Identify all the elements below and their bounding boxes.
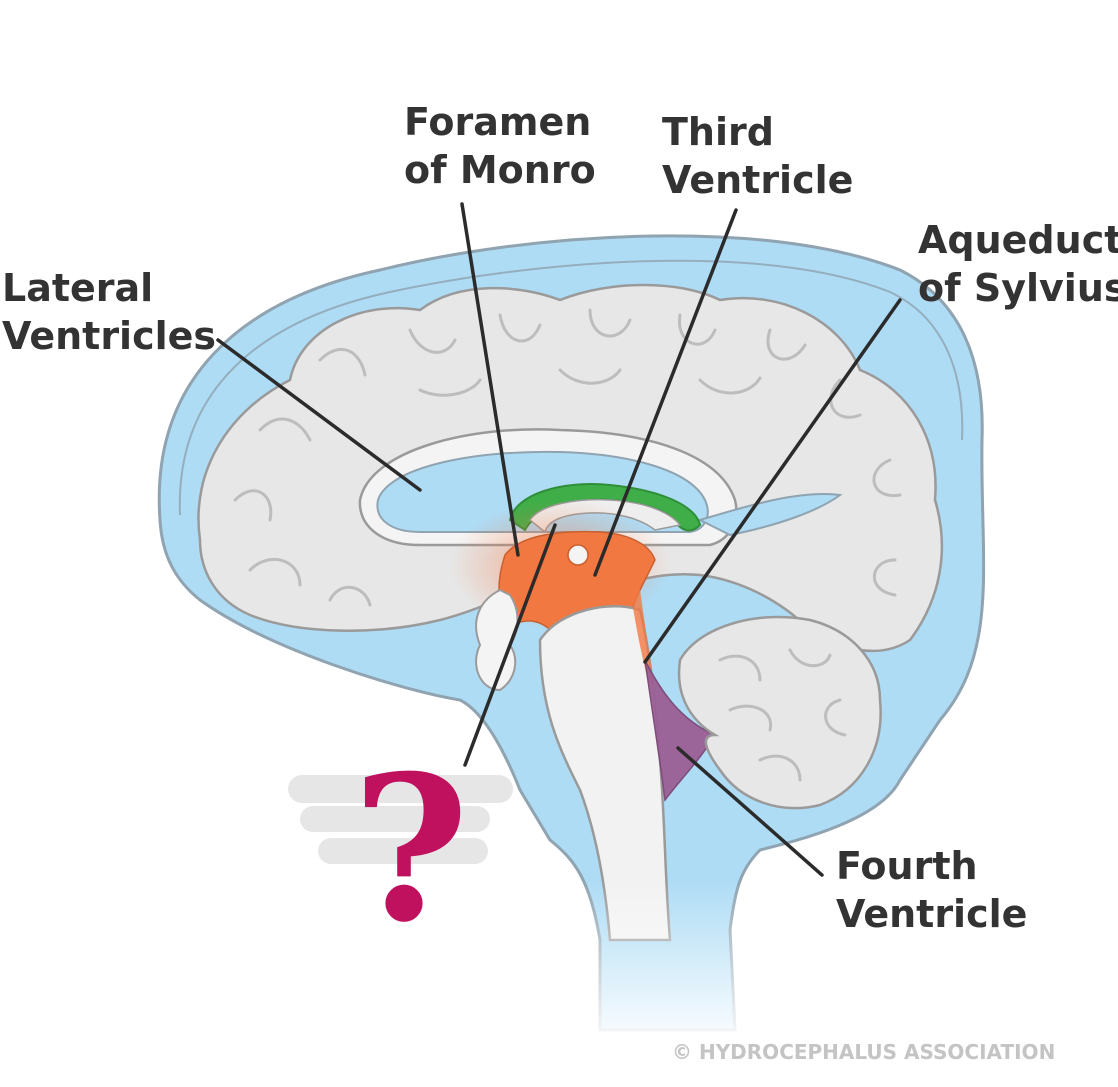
leader-lines: [216, 202, 902, 877]
leader-question-mark: [463, 523, 557, 767]
posterior-horn: [697, 493, 843, 537]
label-fourth-ventricle: Fourth Ventricle: [836, 844, 1028, 936]
leader-lateral-ventricles: [216, 338, 422, 492]
massa-intermedia: [567, 544, 589, 566]
aqueduct-shape: [630, 590, 655, 690]
cerebellum-folds: [718, 648, 847, 782]
leader-aqueduct-of-sylvius: [643, 298, 902, 664]
label-lateral-ventricles: Lateral Ventricles: [2, 266, 217, 358]
inner-membrane: [178, 259, 964, 516]
brain-folds: [233, 308, 902, 607]
label-foramen-of-monro: Foramen of Monro: [404, 100, 596, 192]
fourth-ventricle-shape: [644, 659, 717, 802]
label-third-ventricle: Third Ventricle: [662, 110, 854, 202]
label-aqueduct-of-sylvius: Aqueduct of Sylvius: [918, 218, 1118, 310]
copyright-credit: © HYDROCEPHALUS ASSOCIATION: [672, 1040, 1056, 1064]
leader-foramen-of-monro: [460, 202, 520, 557]
smudge: [288, 775, 513, 864]
spinal-fade: [560, 880, 760, 1050]
leader-fourth-ventricle: [676, 746, 824, 877]
question-mark: ?: [352, 732, 470, 967]
leader-third-ventricle: [593, 208, 738, 577]
cerebellum: [677, 615, 882, 810]
